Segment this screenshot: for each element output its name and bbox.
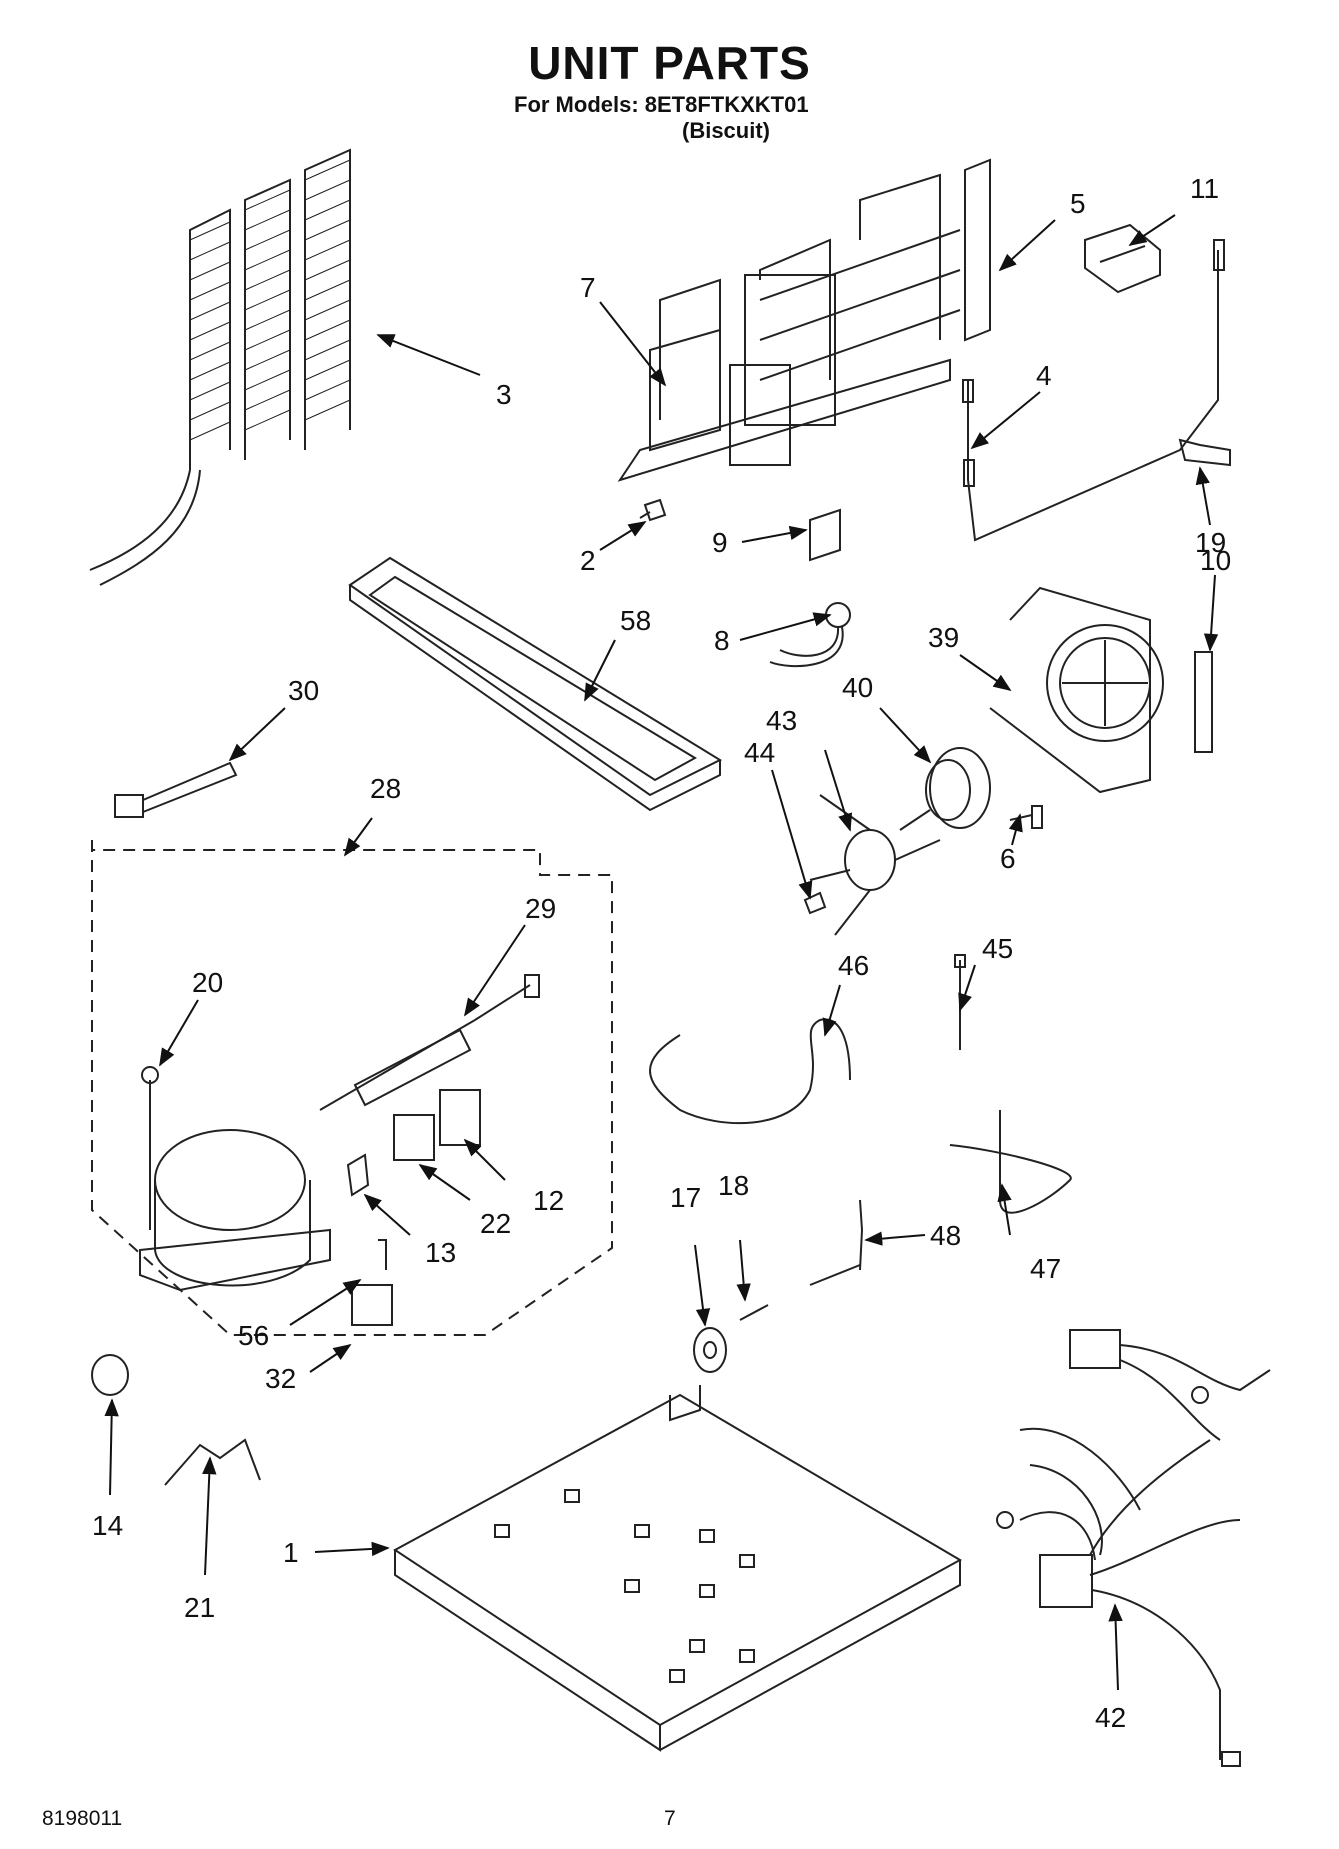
callout-45: 45 [982,933,1013,964]
callout-7: 7 [580,272,596,303]
wire-harness-drawing [996,1329,1271,1767]
condenser-coil-drawing [89,148,351,586]
tie-strap-drawing [114,761,238,818]
callout-32: 32 [265,1363,296,1394]
fan-housing-drawing [989,586,1164,794]
page-title: UNIT PARTS [528,37,811,89]
leader-lines [104,214,1219,1691]
callout-2: 2 [580,545,596,576]
fan-motor-drawing [803,747,1043,936]
models-line: For Models: 8ET8FTKXKT01 [514,92,809,117]
grommet-wire-drawing [769,602,851,668]
evaporator-drawing [617,158,991,482]
page-number: 7 [664,1807,676,1830]
tubing-drawing [649,954,1072,1286]
callout-20: 20 [192,967,223,998]
relay-overload-drawing [346,1089,481,1326]
callout-28: 28 [370,773,401,804]
callout-9: 9 [712,527,728,558]
callout-40: 40 [842,672,873,703]
callout-46: 46 [838,950,869,981]
callout-1: 1 [283,1537,299,1568]
callout-42: 42 [1095,1702,1126,1733]
filter-drier-drawing [319,974,540,1111]
callout-39: 39 [928,622,959,653]
callout-13: 13 [425,1237,456,1268]
callout-17: 17 [670,1182,701,1213]
callout-3: 3 [496,379,512,410]
callout-4: 4 [1036,360,1052,391]
callout-labels: 3 7 5 11 4 2 9 19 10 8 58 39 30 40 43 44… [92,173,1231,1733]
compressor-drawing [139,1066,331,1292]
callout-12: 12 [533,1185,564,1216]
compressor-assembly-dashed-outline [91,840,613,1336]
callout-44: 44 [744,737,775,768]
callout-14: 14 [92,1510,123,1541]
cover-drawing [1084,223,1161,294]
callout-43: 43 [766,705,797,736]
callout-58: 58 [620,605,651,636]
callout-30: 30 [288,675,319,706]
callout-5: 5 [1070,188,1086,219]
callout-47: 47 [1030,1253,1061,1284]
compressor-mount-drawing [91,1304,769,1396]
callout-6: 6 [1000,843,1016,874]
callout-21: 21 [184,1592,215,1623]
callout-10: 10 [1200,545,1231,576]
clip-drawing [164,1438,261,1486]
model-variant: (Biscuit) [682,118,770,143]
callout-56: 56 [238,1320,269,1351]
callout-8: 8 [714,625,730,656]
callout-19: 19 [1195,527,1226,558]
callout-22: 22 [480,1208,511,1239]
callout-48: 48 [930,1220,961,1251]
callout-18: 18 [718,1170,749,1201]
drain-tray-drawing [348,556,723,812]
sensor-wire-drawing [962,239,1231,753]
bracket-drawing [639,498,841,562]
document-number: 8198011 [42,1807,123,1830]
callout-11: 11 [1190,173,1219,204]
base-pan-drawing [393,1385,963,1752]
callout-29: 29 [525,893,556,924]
